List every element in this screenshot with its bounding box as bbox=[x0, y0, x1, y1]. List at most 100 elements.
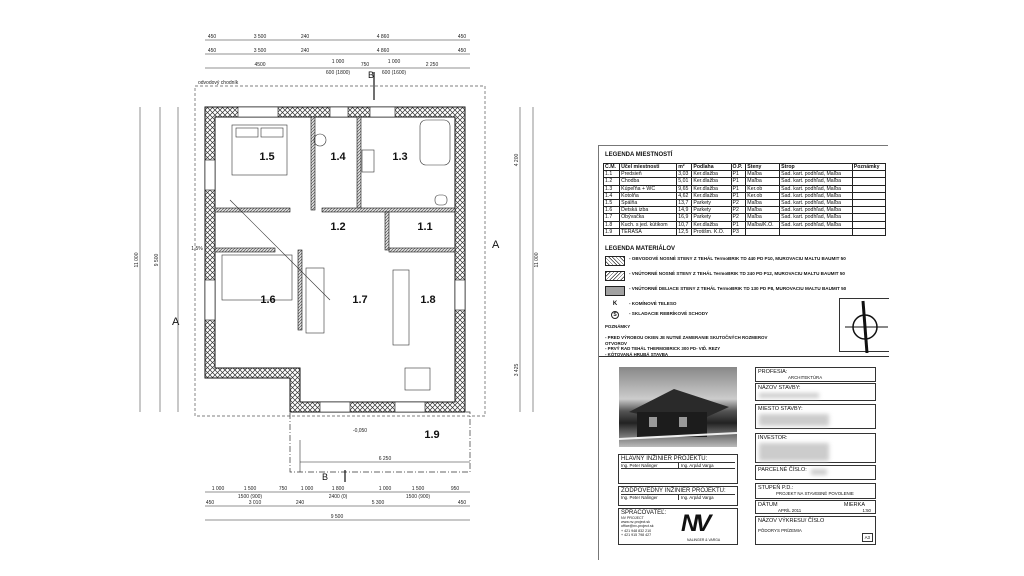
dim-right-0: 11 000 bbox=[534, 252, 540, 267]
legend-cell: 9,65 bbox=[676, 184, 693, 193]
material-item: - OBVODOVÉ NOSNÉ STENY Z TEHÁL TermoBRIK… bbox=[605, 256, 846, 266]
legend-cell bbox=[851, 213, 887, 222]
material-legend-title: LEGENDA MATERIÁLOV bbox=[605, 246, 675, 252]
dim-top-2-1: 3 500 bbox=[254, 48, 267, 54]
dim-top-3-1: 1 000 bbox=[332, 59, 345, 65]
dim-top-2-4: 450 bbox=[458, 48, 467, 54]
dim-top-2-3: 4 860 bbox=[377, 48, 390, 54]
dim-right-1: 4 200 bbox=[514, 154, 520, 167]
legend-cell bbox=[745, 227, 781, 237]
dim-right-2: 3 425 bbox=[514, 364, 520, 377]
legend-cell: TERASA bbox=[619, 227, 678, 237]
legend-cell: P2 bbox=[730, 213, 747, 222]
dim-top-3-3: 750 bbox=[361, 62, 370, 68]
notes: - PRED VÝROBOU OKIEN JE NUTNÉ ZAMERANIE … bbox=[605, 335, 768, 357]
legend-header: Steny bbox=[745, 162, 781, 172]
hatch-swatch-icon bbox=[605, 271, 625, 281]
walkway-label: odvodový chodník bbox=[198, 80, 239, 86]
terrace-outline bbox=[289, 411, 471, 473]
legend-cell: Sad. kart. podhľad, Maľba bbox=[779, 191, 853, 201]
chimney-legend: K- KOMÍNOVÉ TELESO bbox=[605, 301, 677, 307]
interior-walls bbox=[214, 116, 456, 331]
room-label-1-2: 1.2 bbox=[330, 221, 345, 233]
legend-cell bbox=[851, 199, 887, 208]
legend-cell: Sad. kart. podhľad, Maľba bbox=[779, 199, 853, 208]
legend-cell: P2 bbox=[730, 206, 747, 215]
dim-bottom-2-3: 5 300 bbox=[372, 500, 385, 506]
legend-cell: Detská izba bbox=[619, 206, 678, 215]
legend-cell: Parkety bbox=[691, 206, 732, 215]
outer-walls bbox=[204, 106, 466, 413]
legend-cell: P1 bbox=[730, 177, 747, 186]
legend-cell: Protišm. K.O. bbox=[691, 227, 732, 237]
legend-cell: Ker.dlažba bbox=[691, 220, 732, 229]
stairs-symbol-icon: S bbox=[605, 311, 625, 319]
house-render-image bbox=[618, 367, 738, 447]
room-label-1-7: 1.7 bbox=[352, 294, 367, 306]
dim-bottom-3-0: 9 500 bbox=[331, 514, 344, 520]
dimension-lines bbox=[139, 39, 534, 521]
legend-cell: Parkety bbox=[691, 199, 732, 208]
dim-top-1-4: 450 bbox=[458, 34, 467, 40]
legend-cell: P2 bbox=[730, 199, 747, 208]
dim-bottom-2-4: 450 bbox=[458, 500, 467, 506]
dim-top-1-3: 4 860 bbox=[377, 34, 390, 40]
chief-engineer-box: HLAVNÝ INŽINIER PROJEKTU: Ing. Peter Nal… bbox=[618, 454, 738, 484]
building-place-box: MIESTO STAVBY: bbox=[755, 404, 876, 429]
parcel-box: PARCELNÉ ČÍSLO: bbox=[755, 465, 876, 480]
legend-cell: 1.5 bbox=[602, 199, 621, 208]
dim-bottom-1-8: 1 500 bbox=[412, 486, 425, 492]
legend-header: Č.M. bbox=[602, 162, 621, 172]
legend-cell: Maľba bbox=[745, 213, 781, 222]
legend-cell: Obývačka bbox=[619, 213, 678, 222]
dim-bottom-1-0: 1 000 bbox=[212, 486, 225, 492]
crosshatch-swatch-icon bbox=[605, 256, 625, 266]
legend-cell: Ker.ob bbox=[745, 184, 781, 193]
legend-cell: 1.4 bbox=[602, 191, 621, 201]
dim-bottom-1-6: 2400 (0) bbox=[329, 494, 348, 500]
dim-bottom-1-9: 1500 (900) bbox=[406, 494, 431, 500]
legend-cell: 12,5 bbox=[676, 227, 693, 237]
room-label-1-9: 1.9 bbox=[424, 429, 439, 441]
legend-cell bbox=[851, 227, 887, 237]
dim-bottom-2-2: 240 bbox=[296, 500, 305, 506]
stage-box: STUPEŇ P.D.:PROJEKT NA STAVEBNÉ POVOLENI… bbox=[755, 483, 876, 499]
section-b-bottom: B bbox=[322, 472, 328, 482]
section-a-right: A bbox=[492, 239, 500, 251]
room-label-1-1: 1.1 bbox=[417, 221, 432, 233]
legend-cell: 1.9 bbox=[602, 227, 621, 237]
legend-header: Strop bbox=[779, 162, 853, 172]
dim-top-3-0: 4500 bbox=[254, 62, 265, 68]
material-item: - VNÚTORNÉ DELIACE STENY Z TEHÁL TermoBR… bbox=[605, 286, 846, 296]
legend-cell: 1.3 bbox=[602, 184, 621, 193]
legend-cell: 5,01 bbox=[676, 177, 693, 186]
dotted-swatch-icon bbox=[605, 286, 625, 296]
legend-cell: 1.1 bbox=[602, 170, 621, 179]
legend-cell: Maľba bbox=[745, 199, 781, 208]
sheet-format: A3 bbox=[861, 533, 873, 542]
terrace-level: -0,050 bbox=[353, 428, 367, 434]
room-label-1-8: 1.8 bbox=[420, 294, 435, 306]
company-logo: NV bbox=[681, 510, 711, 537]
legend-header: Poznámky bbox=[851, 162, 887, 172]
chimney-symbol: K bbox=[612, 301, 618, 307]
legend-cell: Sad. kart. podhľad, Maľba bbox=[779, 170, 853, 179]
legend-cell bbox=[851, 206, 887, 215]
dim-top-2-0: 450 bbox=[208, 48, 217, 54]
legend-cell: Maľba/K.O. bbox=[745, 220, 781, 229]
legend-cell: 14,9 bbox=[676, 206, 693, 215]
material-item: - VNÚTORNÉ NOSNÉ STENY Z TEHÁL TermoBRIK… bbox=[605, 271, 845, 281]
legend-cell: 1.7 bbox=[602, 213, 621, 222]
room-label-1-6: 1.6 bbox=[260, 294, 275, 306]
